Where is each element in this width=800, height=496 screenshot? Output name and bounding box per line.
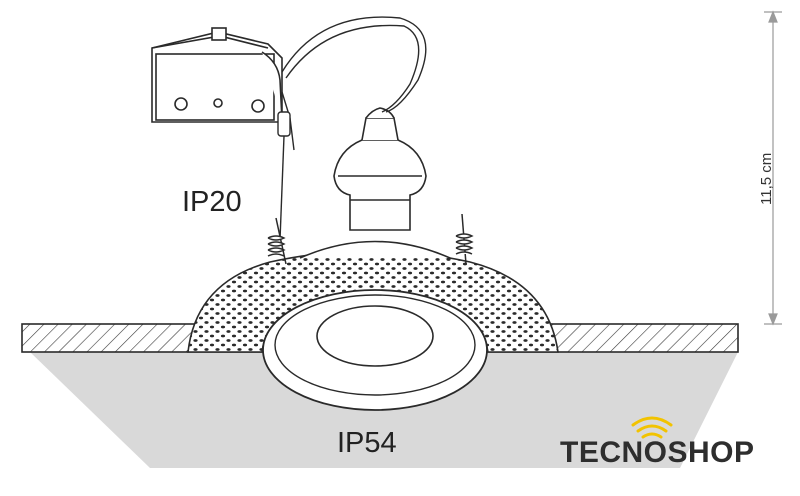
- height-dimension-label: 11,5 cm: [758, 152, 775, 205]
- spring-clip-left: [267, 217, 287, 265]
- terminal-block: [151, 27, 283, 123]
- height-dimension: [764, 10, 782, 326]
- ip20-rating-label: IP20: [182, 186, 242, 218]
- fixture-bezel: [262, 289, 488, 411]
- ip54-rating-label: IP54: [337, 427, 397, 459]
- lamp-socket: [333, 107, 427, 231]
- brand-logo-text: TECNOSHOP: [560, 436, 755, 469]
- supply-wires: [281, 16, 427, 113]
- safety-cable: [277, 91, 295, 241]
- brand-signal-icon: [631, 416, 673, 439]
- spring-clip-right: [455, 213, 474, 265]
- fixture-dome: [299, 240, 451, 259]
